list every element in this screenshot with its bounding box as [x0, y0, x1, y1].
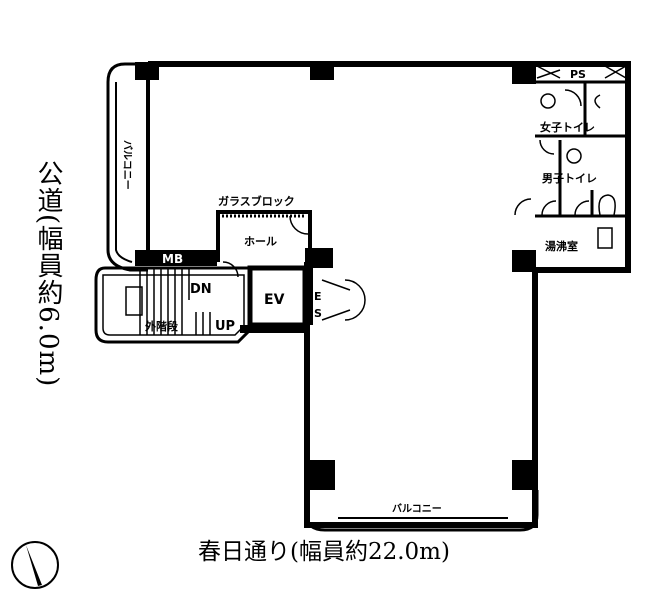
- hall-walls: [216, 210, 312, 262]
- kitchenette-label: 湯沸室: [545, 239, 578, 253]
- stairs-up-label: UP: [215, 319, 235, 334]
- es-label-bottom: S: [314, 307, 322, 320]
- structural-columns: [26, 62, 536, 586]
- ps-label: PS: [570, 68, 586, 81]
- womens-toilet-label: 女子トイレ: [540, 120, 595, 134]
- hall-label: ホール: [244, 235, 277, 248]
- stairs-down-label: DN: [190, 282, 212, 297]
- balcony-left-label: バルコニー: [121, 140, 133, 190]
- front-road-label: 春日通り(幅員約22.0m): [198, 539, 450, 565]
- elevator-label: EV: [264, 292, 285, 308]
- mb-label: MB: [162, 252, 183, 266]
- stairs-outline: [94, 266, 252, 344]
- es-label-top: E: [314, 290, 322, 303]
- side-road-label: 公道(幅員約6.0m): [33, 160, 63, 388]
- balcony-bottom-outline: [305, 490, 539, 532]
- glass-block-label: ガラスブロック: [218, 194, 295, 208]
- external-stairs-label: 外階段: [144, 319, 178, 333]
- mens-toilet-label: 男子トイレ: [542, 172, 597, 185]
- balcony-bottom-label: バルコニー: [392, 503, 442, 515]
- compass-ring: [11, 541, 59, 589]
